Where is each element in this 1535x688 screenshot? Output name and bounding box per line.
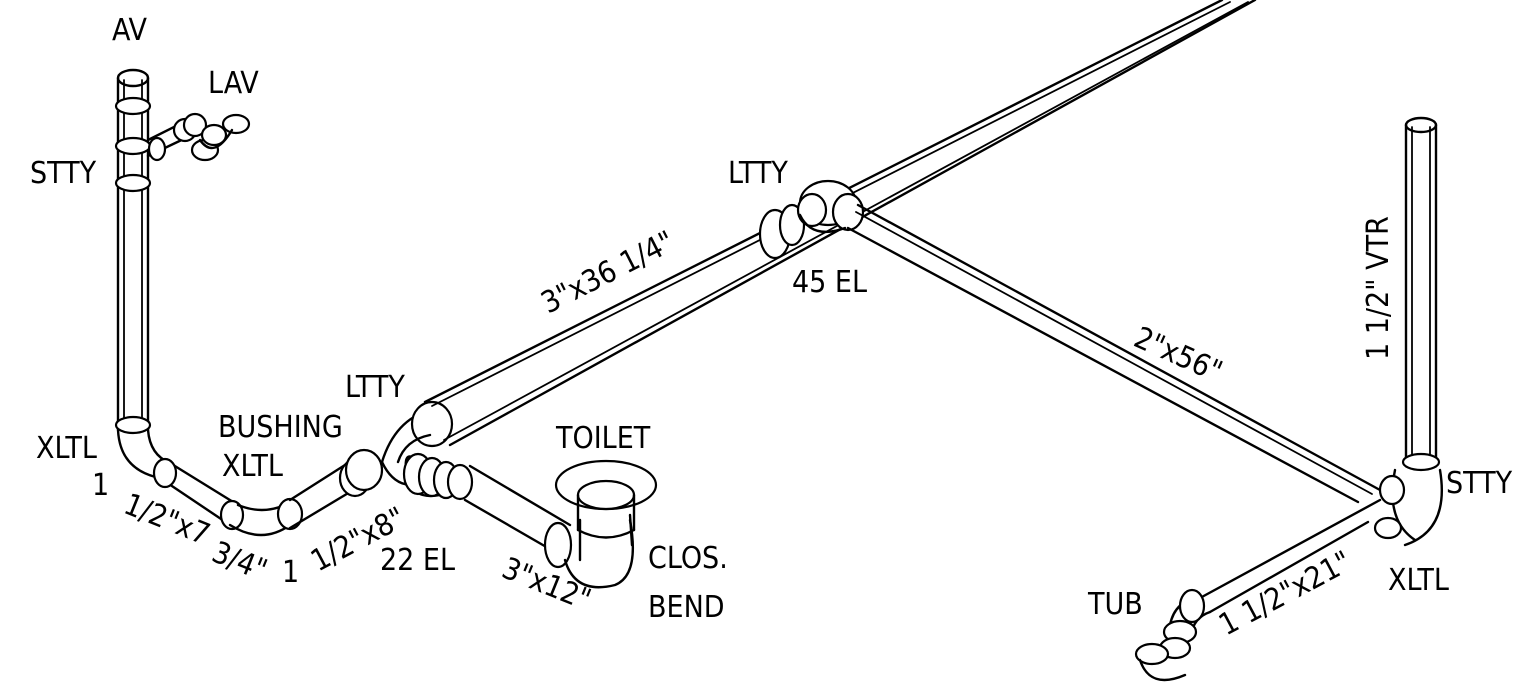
toilet-branch	[402, 452, 634, 589]
label-dim-3x12: 3"x12"	[497, 551, 596, 618]
label-ltty-upper: LTTY	[728, 156, 788, 191]
label-av: AV	[112, 13, 148, 48]
label-ltty-lower: LTTY	[345, 370, 405, 405]
label-dim-1b: 1	[282, 555, 299, 590]
label-stty-right: STTY	[1446, 466, 1513, 501]
label-22-el: 22 EL	[380, 543, 455, 578]
tub-arm	[1134, 498, 1382, 682]
label-vtr: 1 1/2" VTR	[1361, 216, 1396, 360]
label-clos: CLOS.	[648, 541, 728, 576]
label-toilet: TOILET	[555, 421, 651, 456]
lower-left-run	[116, 428, 384, 537]
label-stty-left: STTY	[30, 156, 97, 191]
label-xltl-bushing: XLTL	[222, 449, 283, 484]
label-lav: LAV	[208, 66, 259, 101]
label-dim-3x36: 3"x36 1/4"	[536, 224, 680, 321]
label-dim-1: 1	[92, 468, 109, 503]
label-bushing: BUSHING	[218, 410, 343, 445]
vent-stack-left	[114, 68, 152, 435]
label-tub: TUB	[1087, 587, 1143, 622]
label-dim-3-4: 3/4"	[207, 535, 272, 588]
label-45-el: 45 EL	[792, 265, 867, 300]
toilet-flange	[554, 459, 658, 539]
branch-2in-pipe	[846, 203, 1382, 504]
vent-stack-right	[1373, 116, 1443, 547]
label-dim-1-1-2x21: 1 1/2"x21"	[1213, 544, 1357, 643]
label-bend: BEND	[648, 590, 725, 625]
label-xltl-right: XLTL	[1388, 563, 1449, 598]
lav-trap	[146, 112, 251, 162]
label-dim-1-2x7: 1/2"x7	[119, 487, 215, 553]
ltty-upper-fitting	[796, 179, 865, 233]
ltty-lower-fitting	[380, 400, 454, 486]
label-xltl-left: XLTL	[36, 431, 97, 466]
